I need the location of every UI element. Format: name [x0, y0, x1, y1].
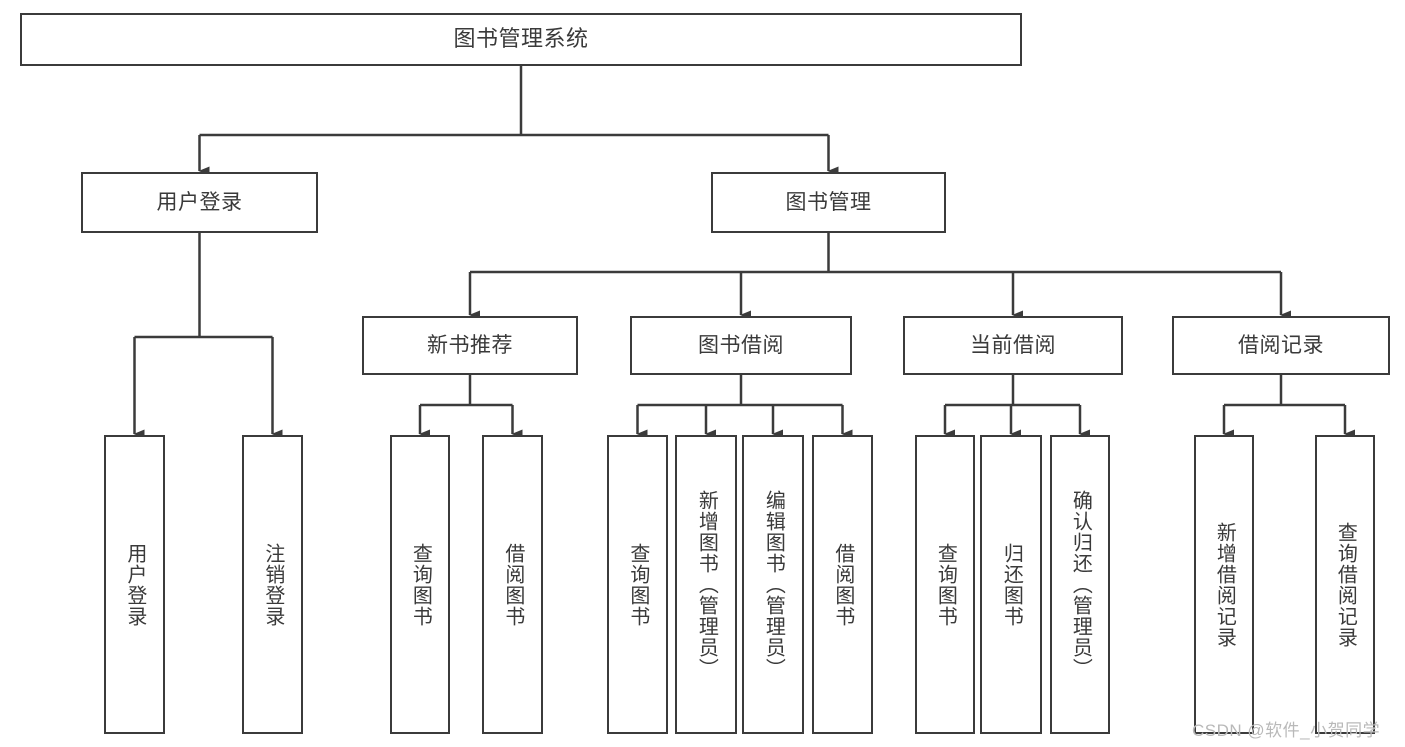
node-label: 用户登录 [123, 542, 146, 627]
node-l10[interactable]: 归还图书 [980, 435, 1042, 734]
node-l7[interactable]: 编辑图书（管理员） [742, 435, 804, 734]
node-label: 借阅图书 [501, 542, 524, 627]
node-label: 查询借阅记录 [1334, 521, 1357, 648]
node-l2[interactable]: 注销登录 [242, 435, 303, 734]
node-label: 借阅记录 [1238, 333, 1324, 357]
node-l9[interactable]: 查询图书 [915, 435, 975, 734]
watermark: CSDN @软件_小贺同学 [1192, 721, 1381, 740]
node-l11[interactable]: 确认归还（管理员） [1050, 435, 1110, 734]
node-label: 注销登录 [261, 542, 284, 627]
node-l5[interactable]: 查询图书 [607, 435, 668, 734]
node-label: 新增借阅记录 [1213, 521, 1236, 648]
node-root[interactable]: 图书管理系统 [20, 13, 1022, 66]
node-l1[interactable]: 用户登录 [104, 435, 165, 734]
node-label: 查询图书 [409, 542, 432, 627]
node-label: 归还图书 [1000, 542, 1023, 627]
node-bookmgmt[interactable]: 图书管理 [711, 172, 946, 233]
node-label: 图书借阅 [698, 333, 784, 357]
node-label: 新增图书（管理员） [695, 490, 718, 679]
node-l3[interactable]: 查询图书 [390, 435, 450, 734]
node-current[interactable]: 当前借阅 [903, 316, 1123, 375]
node-l13[interactable]: 查询借阅记录 [1315, 435, 1375, 734]
node-l4[interactable]: 借阅图书 [482, 435, 543, 734]
node-label: 查询图书 [626, 542, 649, 627]
node-label: 图书管理 [785, 190, 872, 214]
node-label: 借阅图书 [831, 542, 854, 627]
node-label: 用户登录 [156, 190, 243, 214]
node-records[interactable]: 借阅记录 [1172, 316, 1390, 375]
node-l12[interactable]: 新增借阅记录 [1194, 435, 1254, 734]
node-label: 确认归还（管理员） [1069, 490, 1092, 679]
node-label: 查询图书 [934, 542, 957, 627]
node-label: 编辑图书（管理员） [762, 490, 785, 679]
node-label: 新书推荐 [427, 333, 513, 357]
node-l6[interactable]: 新增图书（管理员） [675, 435, 737, 734]
node-l8[interactable]: 借阅图书 [812, 435, 873, 734]
node-borrow[interactable]: 图书借阅 [630, 316, 852, 375]
node-newbook[interactable]: 新书推荐 [362, 316, 578, 375]
node-label: 图书管理系统 [453, 26, 589, 52]
node-userlogin[interactable]: 用户登录 [81, 172, 318, 233]
node-label: 当前借阅 [970, 333, 1056, 357]
